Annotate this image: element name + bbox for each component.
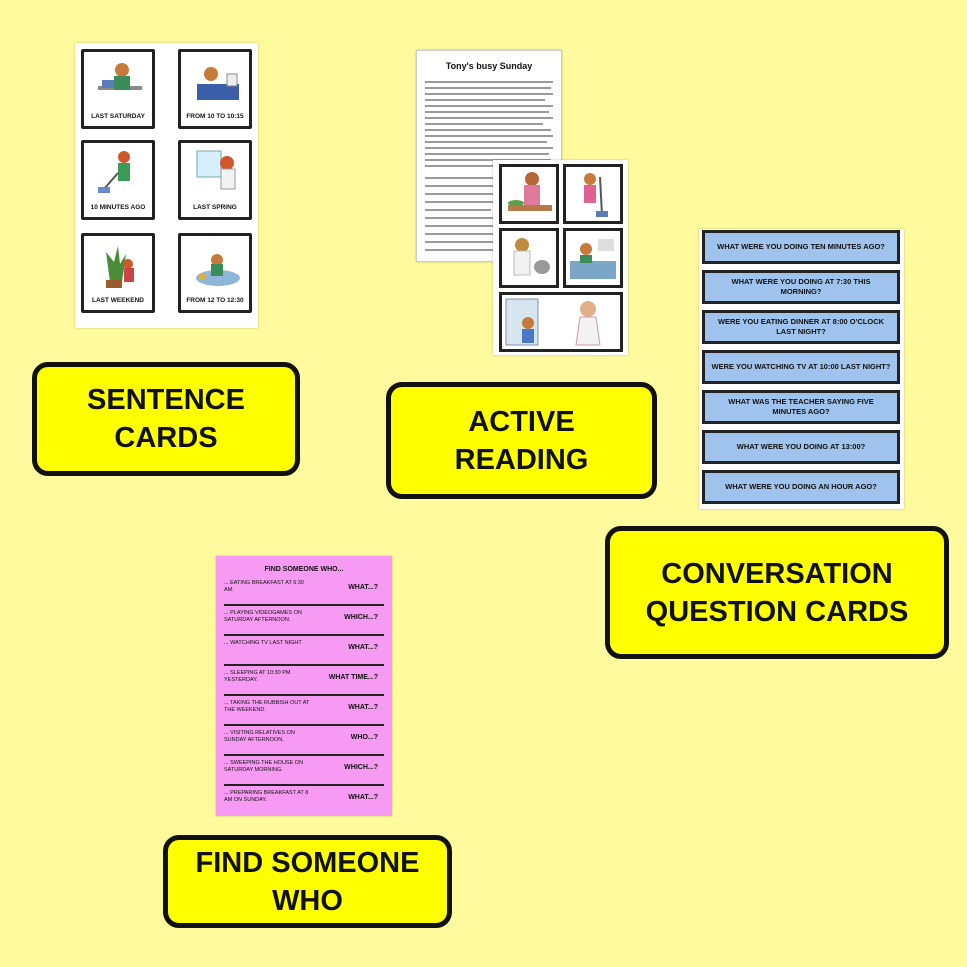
picture-card [563,164,623,224]
card-caption: LAST SATURDAY [91,113,145,120]
boy-at-fridge-and-grandmother-icon [505,298,601,346]
sheet-title: FIND SOMEONE WHO... [264,566,344,573]
prompt-text: ... SLEEPING AT 10:30 PM YESTERDAY. [224,670,291,683]
sentence-card: FROM 12 TO 12:30 [178,233,252,313]
girl-vacuuming-icon [98,151,130,193]
woman-with-kettle-icon [513,238,550,276]
list-item: ... EATING BREAKFAST AT 6:30 AM. WHAT...… [224,576,384,604]
card-caption: 10 MINUTES AGO [90,204,146,211]
question-card: WHAT WERE YOU DOING TEN MINUTES AGO? [702,230,900,264]
prompt-text: ... EATING BREAKFAST AT 6:30 AM. [224,580,304,593]
list-item: ... TAKING THE RUBBISH OUT AT THE WEEKEN… [224,696,384,724]
list-item: ... SWEEPING THE HOUSE ON SATURDAY MORNI… [224,756,384,784]
prompt-text: ... WATCHING TV LAST NIGHT [224,640,302,646]
list-item: ... WATCHING TV LAST NIGHT WHAT...? [224,636,384,664]
question-text: WHAT...? [348,584,378,591]
question-text: WHAT...? [348,704,378,711]
boy-in-kitchen-icon [570,239,616,279]
card-caption: LAST WEEKEND [92,297,144,304]
list-item: ... PREPARING BREAKFAST AT 8 AM ON SUNDA… [224,786,384,814]
question-cards-sheet: WHAT WERE YOU DOING TEN MINUTES AGO? WHA… [699,229,904,509]
question-text: WHICH...? [344,764,378,771]
question-text: WHICH...? [344,614,378,621]
active-reading-document: Tony's busy Sunday [416,50,562,262]
sentence-cards-label: SENTENCE CARDS [32,362,300,476]
list-item: ... SLEEPING AT 10:30 PM YESTERDAY. WHAT… [224,666,384,694]
prompt-text: ... VISITING RELATIVES ON SUNDAY AFTERNO… [224,730,295,743]
prompt-text: ... PREPARING BREAKFAST AT 8 AM ON SUNDA… [224,790,309,803]
find-someone-who-sheet: FIND SOMEONE WHO... ... EATING BREAKFAST… [216,556,392,816]
woman-cooking-icon [508,172,552,211]
question-card: WHAT WERE YOU DOING AT 7:30 THIS MORNING… [702,270,900,304]
conversation-cards-label: CONVERSATION QUESTION CARDS [605,526,949,659]
question-text: WHAT TIME...? [328,674,378,681]
question-card: WERE YOU EATING DINNER AT 8:00 O'CLOCK L… [702,310,900,344]
document-title: Tony's busy Sunday [445,61,533,71]
sentence-card: LAST SATURDAY [81,49,155,129]
list-item: ... PLAYING VIDEOGAMES ON SATURDAY AFTER… [224,606,384,634]
prompt-text: ... PLAYING VIDEOGAMES ON SATURDAY AFTER… [224,610,302,623]
picture-card [499,164,559,224]
card-caption: FROM 12 TO 12:30 [186,297,244,304]
question-card: WHAT WERE YOU DOING AN HOUR AGO? [702,470,900,504]
sentence-card: LAST WEEKEND [81,233,155,313]
prompt-text: ... SWEEPING THE HOUSE ON SATURDAY MORNI… [224,760,304,773]
picture-cards-sheet [493,160,628,355]
question-card: WERE YOU WATCHING TV AT 10:00 LAST NIGHT… [702,350,900,384]
girl-mopping-icon [584,173,608,217]
sentence-card: FROM 10 TO 10:15 [178,49,252,129]
question-text: WHO...? [350,734,378,741]
picture-card [499,228,559,288]
prompt-text: ... TAKING THE RUBBISH OUT AT THE WEEKEN… [224,700,310,713]
find-someone-who-label: FIND SOMEONE WHO [163,835,452,928]
boy-at-desk-icon [98,63,142,90]
list-item: ... VISITING RELATIVES ON SUNDAY AFTERNO… [224,726,384,754]
boy-on-floor-icon [196,254,240,286]
picture-card [499,292,623,352]
question-card: WHAT WERE YOU DOING AT 13:00? [702,430,900,464]
girl-cleaning-window-icon [196,150,236,190]
sentence-card: 10 MINUTES AGO [81,140,155,220]
question-text: WHAT...? [348,794,378,801]
sentence-cards-sheet: LAST SATURDAY FROM 10 TO 10:15 10 MINUTE… [75,43,258,328]
question-card: WHAT WAS THE TEACHER SAYING FIVE MINUTES… [702,390,900,424]
kids-with-plant-icon [106,246,134,288]
boy-in-bed-icon [197,67,239,100]
card-caption: LAST SPRING [193,204,237,211]
sentence-card: LAST SPRING [178,140,252,220]
active-reading-label: ACTIVE READING [386,382,657,499]
question-text: WHAT...? [348,644,378,651]
picture-card [563,228,623,288]
card-caption: FROM 10 TO 10:15 [186,113,244,120]
